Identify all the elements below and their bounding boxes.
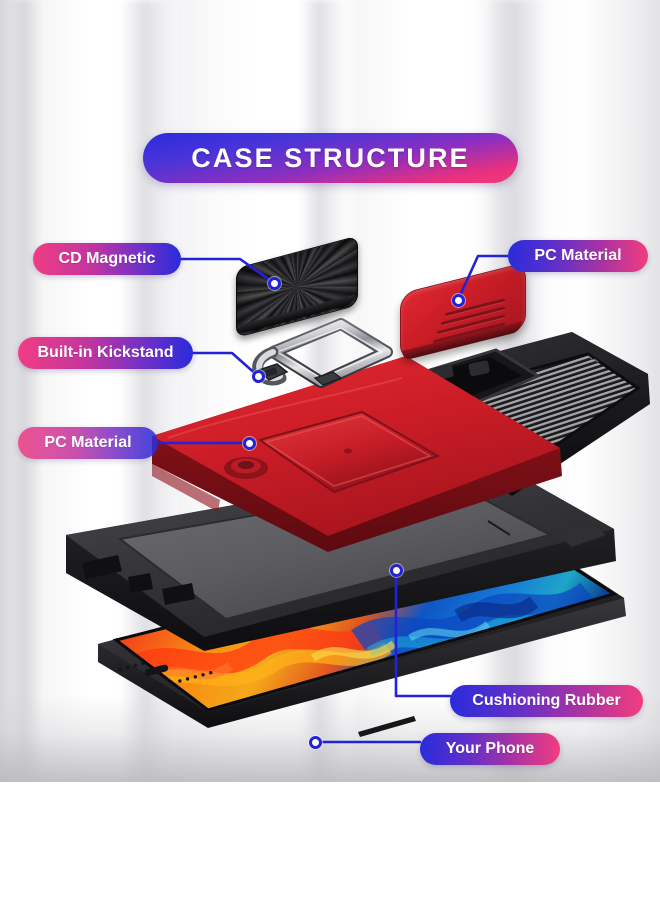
label-cd-magnetic-text: CD Magnetic	[58, 250, 156, 267]
endpoint-dot-cushioning-rubber	[390, 564, 403, 577]
endpoint-dot-cd-magnetic	[268, 277, 281, 290]
label-built-in-kickstand-text: Built-in Kickstand	[37, 344, 174, 361]
page-title-pill: CASE STRUCTURE	[143, 133, 518, 183]
label-pc-material-left-text: PC Material	[44, 434, 132, 451]
label-your-phone-text: Your Phone	[445, 740, 535, 757]
label-cushioning-rubber-text: Cushioning Rubber	[472, 692, 621, 709]
bottom-white-area	[0, 782, 660, 900]
red-back-plate	[148, 352, 568, 552]
label-cd-magnetic[interactable]: CD Magnetic	[33, 243, 181, 275]
label-built-in-kickstand[interactable]: Built-in Kickstand	[18, 337, 193, 369]
label-pc-material-right[interactable]: PC Material	[508, 240, 648, 272]
endpoint-dot-pc-material-right	[452, 294, 465, 307]
endpoint-dot-pc-material-left	[243, 437, 256, 450]
label-cushioning-rubber[interactable]: Cushioning Rubber	[450, 685, 643, 717]
endpoint-dot-built-in-kickstand	[252, 370, 265, 383]
carbon-fiber-shell	[392, 330, 660, 530]
label-pc-material-left[interactable]: PC Material	[18, 427, 158, 459]
label-your-phone[interactable]: Your Phone	[420, 733, 560, 765]
page-title: CASE STRUCTURE	[191, 142, 470, 173]
endpoint-dot-your-phone	[309, 736, 322, 749]
label-pc-material-right-text: PC Material	[534, 247, 622, 264]
background-streak	[8, 0, 42, 782]
